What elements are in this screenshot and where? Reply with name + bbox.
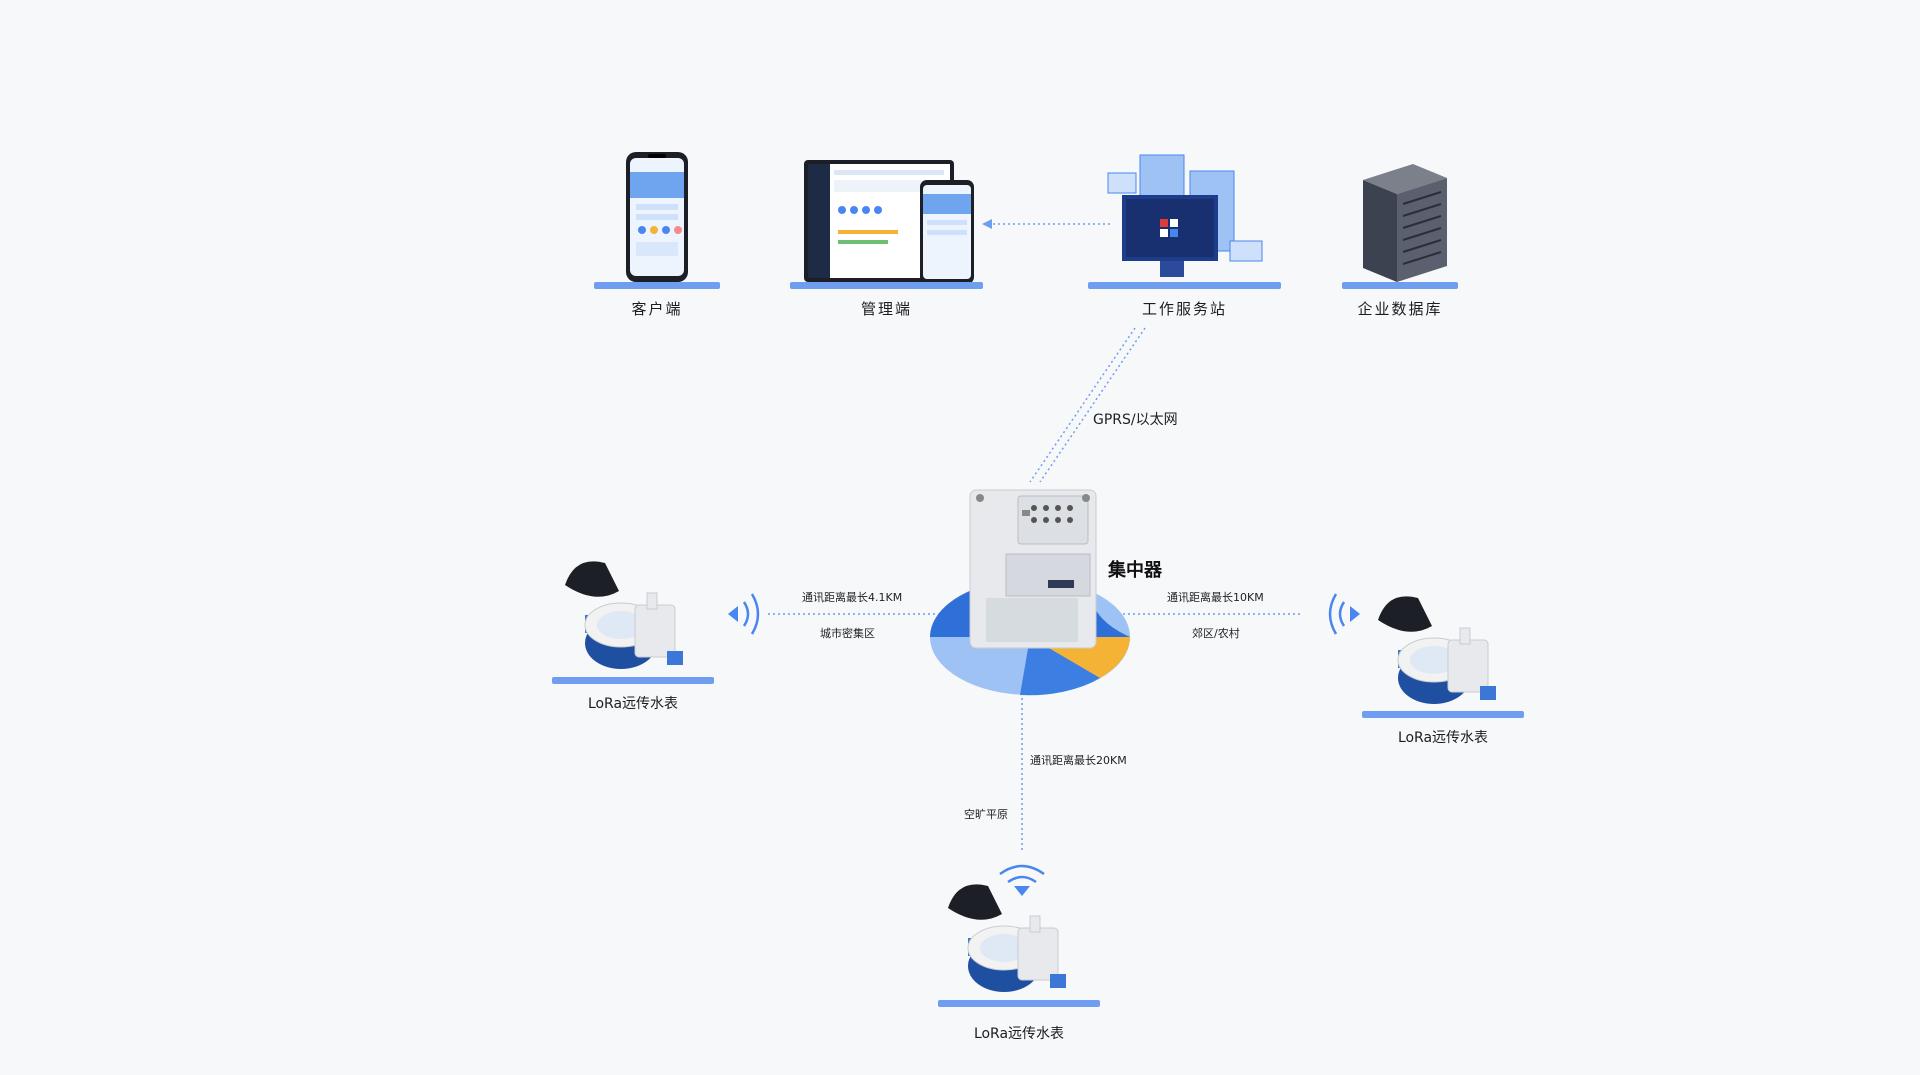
water-meter-icon (948, 884, 1066, 992)
client-label: 客户端 (631, 300, 683, 318)
admin-label: 管理端 (860, 300, 912, 318)
gprs-link-a (1029, 327, 1136, 483)
right-link-distance: 通讯距离最长10KM (1167, 591, 1264, 604)
arrow-left-icon (982, 219, 992, 229)
right-meter-label: LoRa远传水表 (1397, 730, 1489, 746)
database-rack-icon (1363, 164, 1447, 282)
left-link-area: 城市密集区 (820, 627, 875, 640)
network-label: GPRS/以太网 (1093, 412, 1178, 428)
dashboard-monitor-icon (804, 160, 974, 284)
concentrator-label: 集中器 (1108, 560, 1162, 581)
bottom-water-meter (938, 878, 1078, 1003)
database-node (1355, 160, 1455, 285)
gprs-link-b (1039, 327, 1146, 483)
bottom-meter-label: LoRa远传水表 (973, 1026, 1065, 1042)
left-link-distance: 通讯距离最长4.1KM (802, 591, 903, 604)
server-workstation-icon (1107, 154, 1263, 277)
admin-base-bar (790, 282, 983, 289)
right-link-area: 郊区/农村 (1192, 627, 1240, 640)
admin-node (790, 158, 980, 288)
concentrator-device (968, 488, 1098, 650)
pie-slice-blue-bottom (1020, 637, 1100, 696)
workstation-node (1100, 145, 1270, 285)
signal-left-icon (1328, 593, 1360, 635)
left-water-meter (555, 555, 695, 680)
bottom-link-area: 空旷平原 (964, 808, 1008, 821)
bottom-link-distance: 通讯距离最长20KM (1030, 754, 1127, 767)
bottom-meter-base-bar (938, 1000, 1100, 1007)
workstation-base-bar (1088, 282, 1281, 289)
left-meter-label: LoRa远传水表 (587, 696, 679, 712)
signal-right-icon (728, 593, 760, 635)
signal-up-icon (999, 864, 1045, 896)
right-water-meter (1368, 590, 1508, 715)
smartphone-icon (626, 152, 688, 282)
right-meter-base-bar (1362, 711, 1524, 718)
concentrator-icon (969, 489, 1097, 649)
workstation-label: 工作服务站 (1141, 300, 1227, 318)
database-label: 企业数据库 (1357, 300, 1443, 318)
client-node (590, 150, 720, 290)
water-meter-icon (565, 561, 683, 669)
water-meter-icon (1378, 596, 1496, 704)
client-base-bar (594, 282, 720, 289)
database-base-bar (1342, 282, 1458, 289)
left-meter-base-bar (552, 677, 714, 684)
